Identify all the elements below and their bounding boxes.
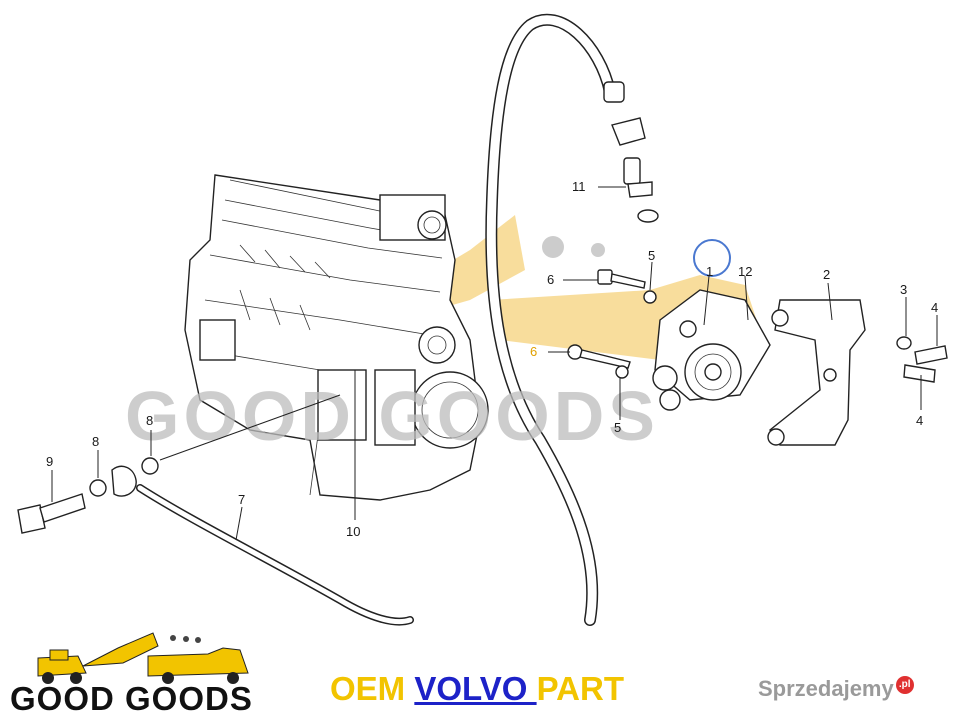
callout-3: 3 xyxy=(900,282,907,297)
callout-5a: 5 xyxy=(648,248,655,263)
leader-lines xyxy=(51,186,938,541)
callout-7: 7 xyxy=(238,492,245,507)
callout-12: 12 xyxy=(738,264,752,279)
callout-2: 2 xyxy=(823,267,830,282)
hose-fittings xyxy=(603,81,659,223)
callout-4b: 4 xyxy=(916,413,923,428)
callout-9: 9 xyxy=(46,454,53,469)
footer-brand-text: GOOD GOODS xyxy=(10,680,253,717)
pulley-assembly xyxy=(652,239,866,446)
site-badge: .pl xyxy=(895,676,914,694)
bolts-and-washers xyxy=(17,269,948,534)
callout-8b: 8 xyxy=(92,434,99,449)
oem-prefix: OEM xyxy=(330,670,415,707)
callout-1: 1 xyxy=(706,264,713,279)
callout-10: 10 xyxy=(346,524,360,539)
callout-labels: 1 2 3 4 4 5 5 6 6 7 8 8 9 10 11 12 xyxy=(46,179,938,539)
oem-volvo-part-label: OEM VOLVO PART xyxy=(330,670,624,708)
oil-pipe xyxy=(136,484,414,626)
watermark-text: GOOD GOODS xyxy=(125,377,659,455)
callout-6b: 6 xyxy=(530,344,537,359)
good-goods-logo xyxy=(37,632,249,684)
site-watermark: Sprzedajemy.pl xyxy=(758,676,914,702)
site-name: Sprzedajemy xyxy=(758,676,894,701)
oem-suffix: PART xyxy=(536,670,624,707)
callout-5b: 5 xyxy=(614,420,621,435)
callout-8a: 8 xyxy=(146,413,153,428)
oem-brand-link[interactable]: VOLVO xyxy=(414,670,537,707)
callout-6a: 6 xyxy=(547,272,554,287)
callout-4a: 4 xyxy=(931,300,938,315)
callout-11: 11 xyxy=(572,179,586,194)
engine-block xyxy=(184,174,489,501)
